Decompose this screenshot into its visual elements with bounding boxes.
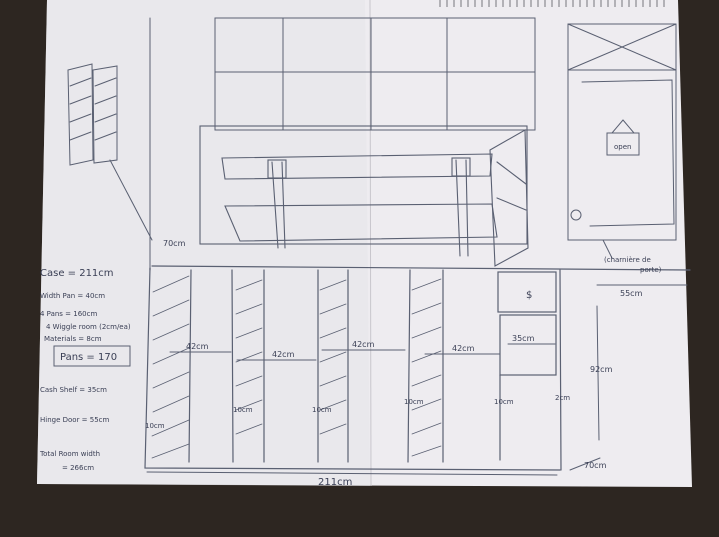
paper-fold bbox=[369, 0, 372, 487]
cash-symbol: $ bbox=[526, 290, 532, 301]
note-cash-shelf: Cash Shelf = 35cm bbox=[40, 386, 107, 394]
door-width-label: 55cm bbox=[620, 289, 643, 298]
window-grid bbox=[149, 17, 536, 269]
handwritten-notes: Case = 211cm Width Pan = 40cm 4 Pans = 1… bbox=[39, 268, 131, 472]
hinge-label-2: porte) bbox=[640, 266, 662, 274]
gap-h5-label: 10cm bbox=[494, 398, 514, 406]
upper-shelf bbox=[199, 125, 529, 267]
gap-h1-label: 10cm bbox=[233, 406, 253, 414]
gap-2-label: 42cm bbox=[272, 350, 295, 359]
note-total-room-1: Total Room width bbox=[39, 450, 100, 458]
door-height-label: 92cm bbox=[590, 365, 613, 374]
hinge-label-1: (charnière de bbox=[604, 256, 651, 264]
corner-depth-label: 70cm bbox=[584, 461, 607, 470]
pans-total-box bbox=[53, 345, 131, 367]
gap-4-label: 42cm bbox=[452, 344, 475, 353]
panel-sketch bbox=[67, 63, 153, 241]
gap-h2-label: 10cm bbox=[312, 406, 332, 414]
door-sign-text: open bbox=[614, 143, 631, 151]
entry-door bbox=[567, 23, 677, 241]
note-width-pans: Width Pan = 40cm bbox=[40, 292, 105, 300]
gap-1-label: 42cm bbox=[186, 342, 209, 351]
note-total-room-2: = 266cm bbox=[62, 464, 94, 472]
cash-width-label: 35cm bbox=[512, 334, 535, 343]
counter-outline bbox=[144, 265, 691, 471]
dimension-labels: 42cm 42cm 42cm 42cm 35cm 211cm 55cm 92cm… bbox=[145, 239, 662, 488]
spiral-binding bbox=[439, 0, 665, 7]
gap-3-label: 42cm bbox=[352, 340, 375, 349]
panel-hatching bbox=[151, 275, 442, 459]
dimension-arrows bbox=[146, 239, 688, 476]
gap-h3-label: 10cm bbox=[404, 398, 424, 406]
side-height-label: 10cm bbox=[145, 422, 165, 430]
top-depth-label: 70cm bbox=[163, 239, 186, 248]
note-wiggle-room: 4 Wiggle room (2cm/ea) bbox=[46, 323, 131, 331]
note-case: Case = 211cm bbox=[40, 268, 114, 279]
counter-width-label: 211cm bbox=[318, 477, 352, 488]
note-materials: Materials = 8cm bbox=[44, 335, 102, 343]
note-pans-total: Pans = 170 bbox=[60, 352, 117, 363]
paper-shadow-left bbox=[37, 0, 370, 486]
gap-h4-label: 2cm bbox=[555, 394, 570, 402]
note-four-pans: 4 Pans = 160cm bbox=[40, 310, 97, 318]
note-hinge-door: Hinge Door = 55cm bbox=[40, 416, 110, 424]
